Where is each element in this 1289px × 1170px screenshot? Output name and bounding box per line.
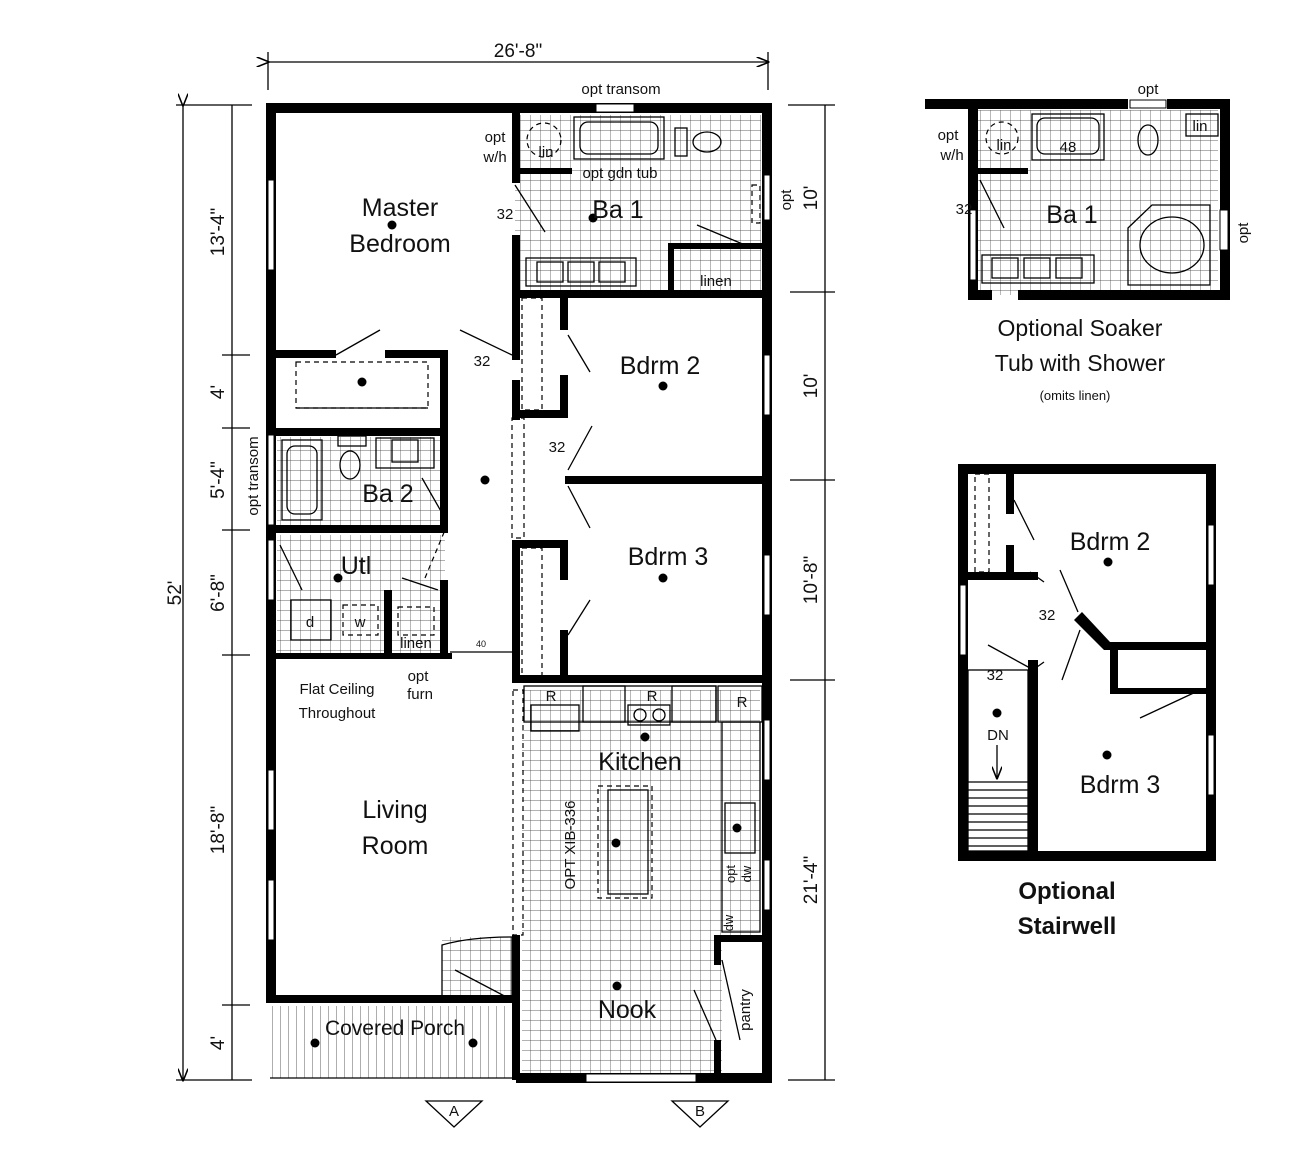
- dim-left-4: 6'-8": [208, 574, 229, 612]
- bdrm2-label: Bdrm 2: [620, 352, 701, 380]
- stair-bdrm3-label: Bdrm 3: [1080, 771, 1161, 799]
- living-room-label-1: Living: [362, 796, 427, 824]
- flat-ceiling-label-2: Throughout: [299, 705, 377, 722]
- stairwell-title-1: Optional: [1018, 878, 1115, 905]
- opt-wh-label-2: w/h: [482, 149, 506, 166]
- opt-gdn-tub-label: opt gdn tub: [582, 165, 657, 182]
- living-room-label-2: Room: [362, 832, 429, 860]
- master-bedroom-label-2: Bedroom: [349, 230, 450, 258]
- dim-right-4: 21'-4": [801, 856, 822, 904]
- opt-dw-label-2: dw: [739, 865, 754, 882]
- opt-furn-label-1: opt: [408, 668, 430, 685]
- soaker-lin-label: lin: [996, 137, 1011, 154]
- dim-left-3: 5'-4": [208, 461, 229, 499]
- ba1-fixtures: [514, 116, 761, 287]
- opt-furn-label-2: furn: [407, 686, 433, 703]
- soaker-tub-size: 48: [1060, 139, 1077, 156]
- island-label: OPT XIB-336: [562, 801, 579, 890]
- dim-left-6: 4': [208, 1036, 229, 1050]
- kitchen-label: Kitchen: [598, 748, 681, 776]
- section-b-label: B: [695, 1103, 705, 1120]
- section-a-label: A: [449, 1103, 459, 1120]
- bdrm2-door-size: 32: [549, 439, 566, 456]
- bedroom-fixtures: [511, 297, 593, 677]
- stair-door-size-b: 32: [987, 667, 1004, 684]
- ba1-linen-label: linen: [700, 273, 732, 290]
- dryer-label: d: [306, 614, 314, 631]
- kitchen-fixtures: [512, 685, 763, 1041]
- bdrm3-label: Bdrm 3: [628, 543, 709, 571]
- overall-width-dim: 26'-8": [494, 41, 542, 62]
- soaker-opt-top-label: opt: [1138, 81, 1160, 98]
- tile-areas: [270, 115, 761, 1078]
- master-door-size: 32: [474, 353, 491, 370]
- dim-right-2: 10': [801, 374, 822, 399]
- range-label-1: R: [546, 688, 557, 705]
- stairwell-title-2: Stairwell: [1018, 913, 1117, 940]
- closet-fixtures: [295, 329, 513, 409]
- windows: [267, 103, 771, 1083]
- dim-left-2: 4': [208, 385, 229, 399]
- master-bedroom-label-1: Master: [362, 194, 438, 222]
- room-markers: [310, 213, 742, 1048]
- ba1-door-size: 32: [497, 206, 514, 223]
- utl-label: Utl: [341, 552, 372, 580]
- stairwell-option-plan: [958, 464, 1216, 861]
- stair-dn-label: DN: [987, 727, 1009, 744]
- dim-right-1: 10': [801, 186, 822, 211]
- soaker-door-size: 32: [956, 201, 973, 218]
- ba1-opt-label: opt: [778, 189, 795, 211]
- porch-fixtures: [270, 936, 513, 1079]
- ba1-label: Ba 1: [592, 196, 643, 224]
- dimension-lines: [176, 52, 835, 1080]
- soaker-ba1-label: Ba 1: [1046, 201, 1097, 229]
- stair-bdrm2-label: Bdrm 2: [1070, 528, 1151, 556]
- stair-door-size-a: 32: [1039, 607, 1056, 624]
- soaker-option-plan: [925, 99, 1230, 300]
- opt-dw-label-1: opt: [723, 865, 738, 883]
- nook-label: Nook: [598, 996, 657, 1024]
- ba2-label: Ba 2: [362, 480, 413, 508]
- range-label-3: R: [737, 694, 748, 711]
- dim-right-3: 10'-8": [801, 556, 822, 604]
- overall-length-dim: 52': [165, 581, 186, 606]
- door-40-label: 40: [476, 639, 486, 649]
- flat-ceiling-label-1: Flat Ceiling: [299, 681, 374, 698]
- pantry-label: pantry: [737, 989, 754, 1031]
- soaker-lin-right-label: lin: [1192, 118, 1207, 135]
- washer-label: w: [354, 614, 366, 631]
- opt-wh-label-1: opt: [485, 129, 507, 146]
- ba2-fixtures: [281, 435, 447, 521]
- utility-linen-label: linen: [400, 635, 432, 652]
- dim-left-1: 13'-4": [208, 208, 229, 256]
- soaker-title-2: Tub with Shower: [995, 350, 1166, 376]
- opt-transom-top-label: opt transom: [581, 81, 660, 98]
- dim-left-5: 18'-8": [208, 806, 229, 854]
- soaker-note: (omits linen): [1040, 388, 1111, 403]
- soaker-opt-wh-label-2: w/h: [939, 147, 963, 164]
- covered-porch-label: Covered Porch: [325, 1017, 465, 1040]
- range-label-2: R: [647, 688, 658, 705]
- utility-fixtures: [279, 529, 512, 653]
- dw-label: dw: [721, 914, 736, 931]
- opt-transom-side-label: opt transom: [245, 436, 262, 515]
- soaker-opt-wh-label-1: opt: [938, 127, 960, 144]
- section-markers: [424, 1100, 730, 1128]
- soaker-title-1: Optional Soaker: [998, 315, 1163, 341]
- soaker-opt-side-label: opt: [1235, 222, 1252, 244]
- lin-label: lin: [538, 144, 553, 161]
